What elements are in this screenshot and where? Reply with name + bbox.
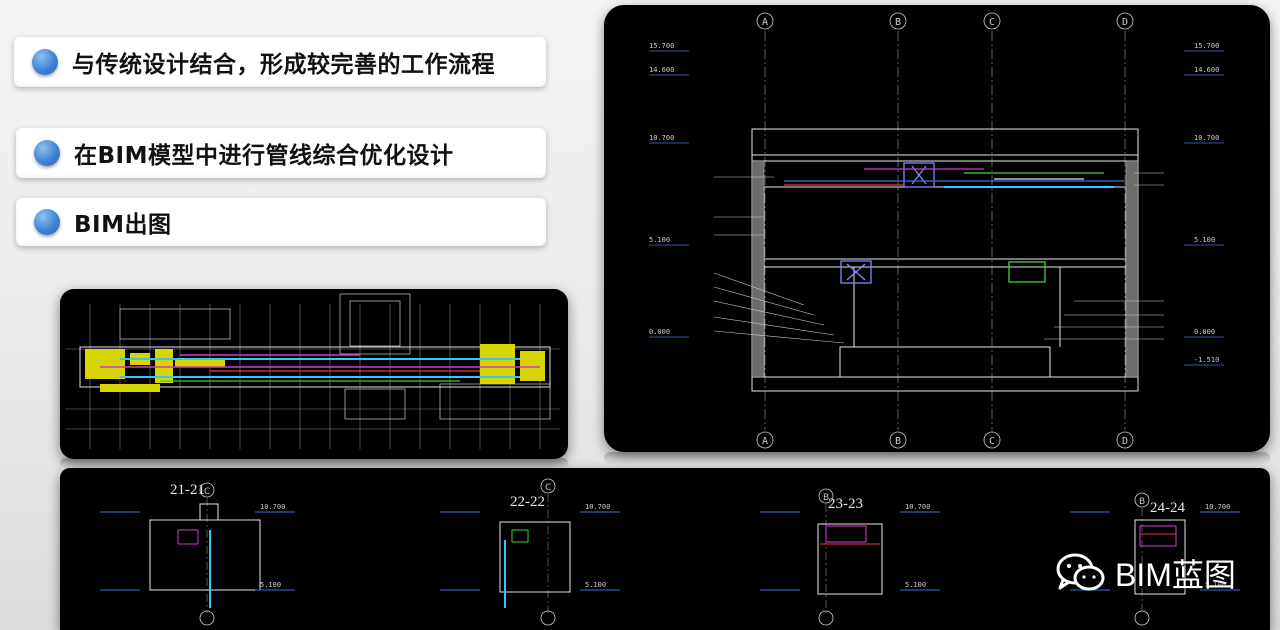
sections-strip: 21-21 C 10.700 5.100 22-22 C xyxy=(100,478,1240,626)
level-label: -1.510 xyxy=(1194,356,1219,364)
level-label: 15.700 xyxy=(649,42,674,50)
section-23: 23-23 B 10.700 5.100 xyxy=(760,488,940,626)
wechat-icon xyxy=(1056,553,1105,591)
grid-bubble-bot-b xyxy=(889,431,907,449)
bullet-tab-pipeline: 在BIM模型中进行管线综合优化设计 xyxy=(16,128,546,178)
section-22: 22-22 C 10.700 5.100 xyxy=(440,478,620,626)
axis-label: B xyxy=(823,493,829,503)
grid-label-top: A xyxy=(762,17,768,28)
bullet-label: BIM出图 xyxy=(74,212,172,238)
grid-label-bottom: A xyxy=(762,436,768,447)
level-label: 14.600 xyxy=(1194,66,1219,74)
bullet-tab-drawing: BIM出图 xyxy=(16,198,546,246)
section-title: 21-21 xyxy=(170,482,205,498)
grid-bubble-top-b xyxy=(889,12,907,30)
sections-strip-panel: 21-21 C 10.700 5.100 22-22 C xyxy=(60,468,1270,630)
section-title: 23-23 xyxy=(828,496,863,512)
grid-label-top: C xyxy=(989,17,995,28)
level-label: 5.100 xyxy=(585,581,606,589)
level-label: 10.700 xyxy=(649,134,674,142)
level-label: 5.100 xyxy=(1194,236,1215,244)
section-24: 24-24 B 10.700 5.100 xyxy=(1070,492,1240,626)
level-label: 10.700 xyxy=(1205,503,1230,511)
grid-label-bottom: D xyxy=(1122,436,1128,447)
bullet-dot-icon xyxy=(34,209,60,235)
grid-bubble-top-a xyxy=(756,12,774,30)
brand-label: BIM蓝图 xyxy=(1115,557,1236,593)
grid-label-top: B xyxy=(895,17,901,28)
level-label: 0.000 xyxy=(649,328,670,336)
panel-reflection xyxy=(604,452,1270,464)
axis-label: B xyxy=(1139,497,1145,507)
section-drawing-panel: A B C D A B C D 15.700 14.600 10.700 5.1… xyxy=(604,5,1270,452)
level-label: 10.700 xyxy=(1194,134,1219,142)
section-21: 21-21 C 10.700 5.100 xyxy=(100,482,295,626)
level-label: 5.100 xyxy=(260,581,281,589)
level-label: 5.100 xyxy=(905,581,926,589)
bullet-dot-icon xyxy=(32,49,58,75)
grid-bubble-top-d xyxy=(1116,12,1134,30)
grid-label-top: D xyxy=(1122,17,1128,28)
bullet-tab-workflow: 与传统设计结合，形成较完善的工作流程 xyxy=(14,37,546,87)
section-title: 22-22 xyxy=(510,494,545,510)
level-label: 0.000 xyxy=(1194,328,1215,336)
grid-label-bottom: B xyxy=(895,436,901,447)
level-label: 10.700 xyxy=(905,503,930,511)
level-label: 10.700 xyxy=(260,503,285,511)
bullet-dot-icon xyxy=(34,140,60,166)
axis-label: C xyxy=(204,487,210,497)
level-label: 15.700 xyxy=(1194,42,1219,50)
grid-bubble-top-c xyxy=(983,12,1001,30)
section-title: 24-24 xyxy=(1150,500,1185,516)
brand-watermark: BIM蓝图 xyxy=(1055,546,1236,600)
grid-label-bottom: C xyxy=(989,436,995,447)
level-label: 5.100 xyxy=(1205,581,1226,589)
grid-bubble-bot-c xyxy=(983,431,1001,449)
plan-drawing xyxy=(65,293,560,449)
grid-bubble-bot-d xyxy=(1116,431,1134,449)
plan-drawing-panel xyxy=(60,289,568,459)
level-label: 10.700 xyxy=(585,503,610,511)
axis-label: C xyxy=(545,483,551,493)
level-label: 14.600 xyxy=(649,66,674,74)
panel-reflection xyxy=(60,458,568,468)
bullet-label: 与传统设计结合，形成较完善的工作流程 xyxy=(72,52,495,78)
section-drawing: A B C D A B C D 15.700 14.600 10.700 5.1… xyxy=(649,12,1224,449)
grid-bubble-bot-a xyxy=(756,431,774,449)
level-label: 5.100 xyxy=(649,236,670,244)
bullet-label: 在BIM模型中进行管线综合优化设计 xyxy=(74,143,454,169)
